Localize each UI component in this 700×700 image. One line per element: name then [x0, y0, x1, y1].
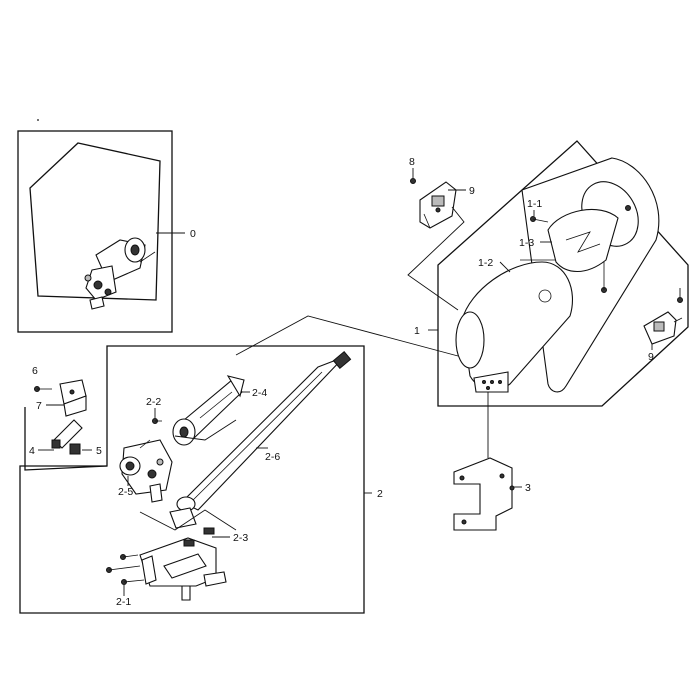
callout-4: 4: [29, 445, 35, 457]
bracket-3-group: 3: [453, 392, 531, 531]
callout-9-top: 9: [469, 185, 475, 197]
callout-2-3: 2-3: [233, 532, 248, 544]
small-parts-frame: [24, 407, 108, 471]
stray-mark: [37, 119, 39, 121]
bracket-7-part: [59, 379, 87, 417]
callout-7: 7: [36, 400, 42, 412]
callout-2-6: 2-6: [265, 451, 280, 463]
burner-tube-part: [169, 350, 352, 529]
screw-8-right-part: [677, 297, 683, 303]
assembly-0-part: [84, 237, 156, 310]
heat-shield-part: [547, 205, 631, 293]
screw-6-part: [34, 386, 52, 392]
callout-2-4: 2-4: [252, 387, 267, 399]
burner-bracket-part: [139, 527, 227, 601]
callout-3: 3: [525, 482, 531, 494]
bracket-3-part: [453, 457, 515, 531]
assembly-2-group: 2 2-6 2-4 2-2: [19, 345, 383, 614]
screw-8-part: [410, 178, 416, 184]
screw-2-2-part: [152, 418, 162, 424]
igniter-part: [172, 375, 245, 446]
callout-6: 6: [32, 365, 38, 377]
thermostat-9-top-part: [419, 181, 457, 229]
burner-to-duct-connector: [235, 315, 459, 357]
gas-valve-part: [119, 439, 173, 503]
assembly-0-group: 0: [17, 130, 196, 333]
callout-0: 0: [190, 228, 196, 240]
thermostat-9-right-part: [643, 311, 683, 345]
callout-9-right: 9: [648, 351, 654, 363]
thermostat-top-group: 8 9: [407, 156, 475, 311]
thermostat-right-group: 9: [643, 288, 683, 363]
callout-2: 2: [377, 488, 383, 500]
callout-1-1: 1-1: [527, 198, 542, 210]
callout-1: 1: [414, 325, 420, 337]
assembly-1-frame: [437, 140, 689, 407]
assembly-0-frame: [17, 130, 173, 333]
small-parts-group: 6 7 4 5: [24, 365, 108, 471]
assembly-2-connector-lines: [139, 419, 237, 531]
callout-8: 8: [409, 156, 415, 168]
callout-2-1: 2-1: [116, 596, 131, 608]
assembly-1-group: 1 1-2 1-3: [414, 140, 689, 407]
callout-1-3: 1-3: [519, 237, 534, 249]
sensor-4-part: [51, 419, 83, 449]
screw-1-1-part: [530, 216, 549, 223]
duct-front-part: [455, 261, 574, 393]
callout-1-2-leader: [499, 261, 511, 273]
callout-5: 5: [96, 445, 102, 457]
callout-2-5: 2-5: [118, 486, 133, 498]
screws-2-1-part: [106, 554, 145, 585]
pad-5-part: [69, 443, 81, 455]
callout-2-2: 2-2: [146, 396, 161, 408]
callout-1-2: 1-2: [478, 257, 493, 269]
thermostat-top-connector: [407, 206, 465, 311]
